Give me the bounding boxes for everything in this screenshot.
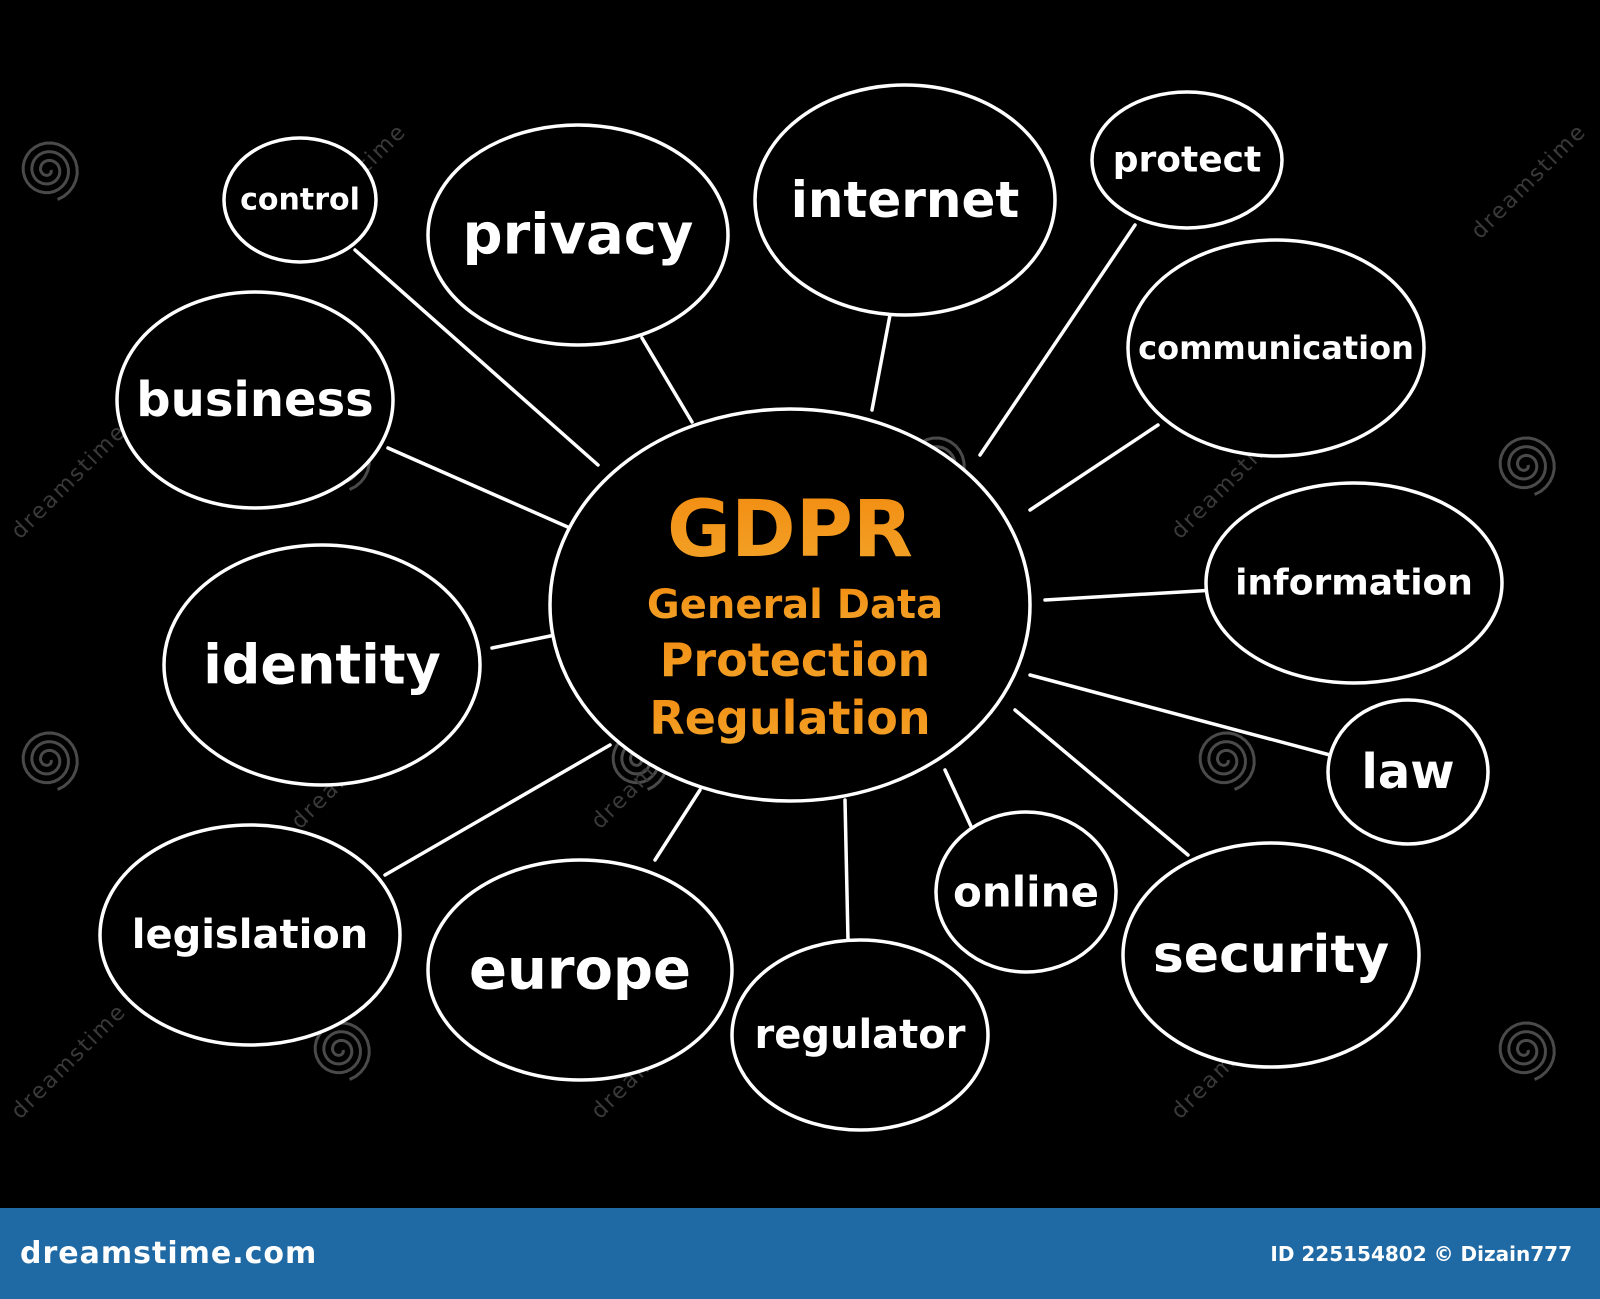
node-outline [934,810,1118,974]
node-outline [1326,698,1490,846]
node-internet: internet [753,83,1057,317]
node-protect: protect [1090,90,1284,230]
node-business: business [115,290,395,510]
node-legislation: legislation [98,823,402,1047]
node-label: law [1361,744,1454,800]
watermark-text: dreamstime [7,999,132,1124]
node-label: privacy [463,203,694,268]
node-outline [1204,481,1504,685]
node-label: online [953,868,1099,917]
connector-business [386,446,572,530]
connector-security [1013,708,1190,857]
node-outline [1121,841,1421,1069]
node-outline [753,83,1057,317]
node-outline [730,938,990,1132]
node-europe: europe [426,858,734,1082]
node-label: business [136,372,373,428]
node-outline [1090,90,1284,230]
spiral-icon [21,141,79,201]
footer-bar: dreamstime.com ID 225154802 © Dizain777 [0,1208,1600,1299]
watermark-text: dreamstime [1467,119,1592,244]
footer-brand: dreamstime.com [20,1236,318,1271]
center-title: GDPR [667,485,913,575]
node-outline [426,858,734,1082]
node-outline [115,290,395,510]
node-communication: communication [1126,238,1426,458]
spiral-icon [1498,436,1556,496]
node-outline [162,543,482,787]
connector-regulator [843,798,850,942]
connector-identity [490,633,557,650]
node-outline [98,823,402,1047]
center-subtitle-line: General Data [647,582,943,628]
connector-information [1043,588,1217,602]
node-information: information [1204,481,1504,685]
mind-map-diagram: dreamstimedreamstimedreamstimedreamstime… [7,83,1592,1132]
spiral-icon [21,731,79,791]
node-label: communication [1138,329,1414,367]
center-subtitle-line: Protection [660,633,931,687]
node-security: security [1121,841,1421,1069]
watermark-text: dreamstime [7,419,132,544]
node-outline [426,123,730,347]
center-node-gdpr: GDPR General Data Protection Regulation [548,407,1032,803]
node-label: regulator [755,1012,966,1058]
node-label: internet [791,171,1020,229]
node-outline [222,136,378,264]
connector-layer [353,223,1332,942]
node-label: europe [469,938,691,1003]
spiral-icon [1498,1021,1556,1081]
connector-communication [1028,423,1160,512]
connector-protect [978,223,1137,457]
connector-legislation [383,743,612,877]
connector-internet [870,313,892,412]
node-outline [1126,238,1426,458]
node-label: identity [203,634,441,697]
node-layer: control privacy internet protect communicati… [98,83,1504,1132]
node-label: legislation [132,912,368,958]
node-label: control [240,183,360,218]
spiral-icon [1198,731,1256,791]
node-control: control [222,136,378,264]
footer-image-id: ID 225154802 © Dizain777 [1270,1241,1572,1266]
node-label: security [1153,925,1389,985]
node-privacy: privacy [426,123,730,347]
node-label: protect [1113,140,1261,181]
node-regulator: regulator [730,938,990,1132]
center-node-outline [548,407,1032,803]
connector-europe [653,788,702,862]
connector-online [943,768,977,837]
node-label: information [1235,563,1473,604]
connector-privacy [640,336,694,424]
connector-law [1028,673,1332,757]
center-subtitle-line: Regulation [649,691,930,745]
node-law: law [1326,698,1490,846]
node-online: online [934,810,1118,974]
connector-control [353,248,600,467]
node-identity: identity [162,543,482,787]
